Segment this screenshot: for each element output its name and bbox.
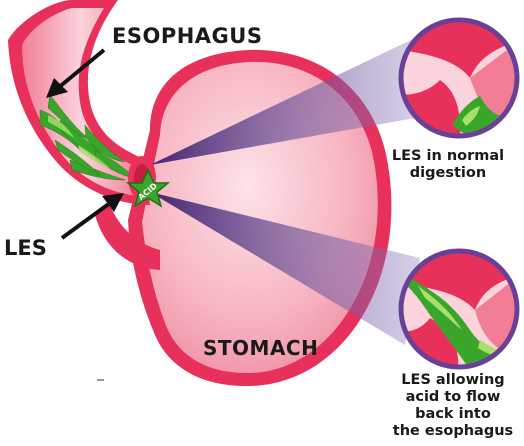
caption-line: digestion bbox=[372, 165, 524, 182]
esophagus-label: ESOPHAGUS bbox=[112, 24, 262, 48]
normal-digestion-inset bbox=[400, 18, 520, 140]
normal-digestion-caption: LES in normal digestion bbox=[372, 148, 524, 182]
reflux-inset bbox=[400, 250, 520, 370]
caption-line: the esophagus bbox=[382, 423, 524, 440]
caption-line: LES allowing bbox=[382, 372, 524, 389]
reflux-caption: LES allowing acid to flow back into the … bbox=[382, 372, 524, 440]
caption-line: acid to flow bbox=[382, 389, 524, 406]
stomach-label: STOMACH bbox=[203, 336, 318, 360]
caption-line: back into bbox=[382, 406, 524, 423]
les-label: LES bbox=[4, 236, 47, 260]
caption-line: LES in normal bbox=[372, 148, 524, 165]
